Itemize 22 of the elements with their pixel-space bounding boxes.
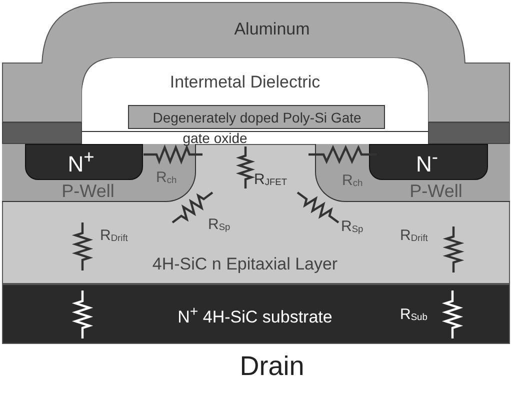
contact-band — [428, 122, 510, 144]
layer-label: N$^{+}$ 4H-SiC substrate — [178, 304, 332, 328]
layer-label: Degenerately doped Poly-Si Gate — [152, 110, 362, 126]
terminal-label: Drain — [240, 352, 304, 382]
p-well-region — [2, 144, 196, 202]
oxide-layer — [82, 131, 428, 144]
layer-label: P-Well — [62, 182, 114, 202]
layer-label: Aluminum — [234, 20, 310, 40]
region-label: N$^{+}$ — [68, 147, 94, 177]
epitaxial-layer — [2, 144, 510, 284]
layer-label: Intermetal Dielectric — [170, 74, 320, 92]
layer-label: P-Well — [410, 182, 462, 202]
n-region — [25, 144, 143, 180]
p-well-region — [315, 144, 510, 202]
substrate-layer — [2, 284, 510, 344]
region-label: N$^{-}$ — [416, 147, 438, 177]
n-region — [369, 144, 488, 180]
layer-label: 4H-SiC n Epitaxial Layer — [152, 256, 338, 274]
dielectric-layer — [82, 58, 428, 131]
layer-label: gate oxide — [182, 132, 248, 144]
gate-layer — [128, 105, 385, 129]
contact-band — [2, 122, 82, 144]
